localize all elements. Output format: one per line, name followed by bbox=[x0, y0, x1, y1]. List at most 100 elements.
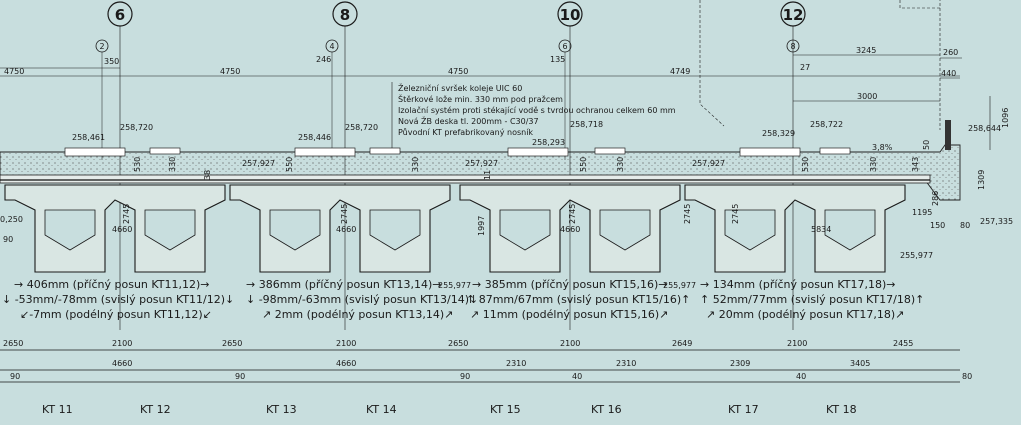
small-axis-4: 4 bbox=[325, 39, 339, 160]
svg-text:4660: 4660 bbox=[112, 359, 132, 368]
svg-text:1309: 1309 bbox=[977, 170, 986, 190]
svg-text:286: 286 bbox=[931, 191, 940, 206]
svg-text:3245: 3245 bbox=[856, 46, 876, 55]
svg-text:→ 386mm (příčný posun KT13,14): → 386mm (příčný posun KT13,14)→ bbox=[246, 278, 441, 291]
svg-text:255,977: 255,977 bbox=[900, 251, 933, 260]
svg-text:258,720: 258,720 bbox=[345, 123, 378, 132]
svg-text:2745: 2745 bbox=[122, 204, 131, 224]
svg-text:343: 343 bbox=[911, 157, 920, 172]
svg-text:150: 150 bbox=[930, 221, 945, 230]
svg-text:246: 246 bbox=[316, 55, 331, 64]
layer-legend: Železniční svršek koleje UIC 60 Štěrkové… bbox=[391, 82, 676, 150]
svg-text:6: 6 bbox=[562, 42, 567, 51]
svg-text:257,927: 257,927 bbox=[692, 159, 725, 168]
svg-text:2745: 2745 bbox=[568, 204, 577, 224]
layer-3: Izolační systém proti stékající vodě s t… bbox=[398, 105, 676, 115]
svg-text:2745: 2745 bbox=[731, 204, 740, 224]
section-dimensions: 530 330 550 330 550 330 530 330 343 50 3… bbox=[0, 140, 986, 244]
layer-4: Nová ŽB deska tl. 200mm - C30/37 bbox=[398, 115, 539, 126]
svg-text:258,293: 258,293 bbox=[532, 138, 565, 147]
svg-text:↗ 2mm (podélný posun KT13,14)↗: ↗ 2mm (podélný posun KT13,14)↗ bbox=[262, 308, 453, 321]
svg-text:90: 90 bbox=[10, 372, 20, 381]
svg-text:4750: 4750 bbox=[448, 67, 468, 76]
svg-text:2650: 2650 bbox=[222, 339, 242, 348]
svg-text:1997: 1997 bbox=[477, 216, 486, 236]
kt-18-label: KT 18 bbox=[826, 403, 857, 416]
svg-text:530: 530 bbox=[133, 157, 142, 172]
svg-text:135: 135 bbox=[550, 55, 565, 64]
svg-text:2650: 2650 bbox=[3, 339, 23, 348]
svg-text:2100: 2100 bbox=[112, 339, 132, 348]
svg-text:2745: 2745 bbox=[683, 204, 692, 224]
beam-labels: KT 11 KT 12 KT 13 KT 14 KT 15 KT 16 KT 1… bbox=[42, 403, 857, 416]
svg-text:40: 40 bbox=[796, 372, 806, 381]
svg-text:550: 550 bbox=[285, 157, 294, 172]
svg-text:→ 385mm (příčný posun KT15,16): → 385mm (příčný posun KT15,16)→ bbox=[472, 278, 667, 291]
svg-text:3000: 3000 bbox=[857, 92, 877, 101]
layer-2: Štěrkové lože min. 330 mm pod pražcem bbox=[398, 93, 563, 104]
svg-text:4660: 4660 bbox=[336, 359, 356, 368]
kt-beams bbox=[4, 184, 906, 273]
small-axis-6: 6 bbox=[558, 39, 572, 160]
svg-text:2650: 2650 bbox=[448, 339, 468, 348]
svg-text:0,250: 0,250 bbox=[0, 215, 23, 224]
svg-text:2: 2 bbox=[99, 42, 104, 51]
svg-text:38: 38 bbox=[203, 170, 212, 180]
svg-text:255,977: 255,977 bbox=[438, 281, 471, 290]
kt-17-label: KT 17 bbox=[728, 403, 759, 416]
svg-text:↗ 20mm (podélný posun KT17,18): ↗ 20mm (podélný posun KT17,18)↗ bbox=[706, 308, 904, 321]
svg-text:↗ 11mm (podélný posun KT15,16): ↗ 11mm (podélný posun KT15,16)↗ bbox=[470, 308, 668, 321]
svg-text:→ 406mm (příčný posun KT11,12): → 406mm (příčný posun KT11,12)→ bbox=[14, 278, 209, 291]
svg-text:↓ -98mm/-63mm (svislý posun KT: ↓ -98mm/-63mm (svislý posun KT13/14)↓ bbox=[246, 293, 478, 306]
axis-label: 12 bbox=[783, 6, 804, 24]
svg-text:90: 90 bbox=[3, 235, 13, 244]
svg-text:2745: 2745 bbox=[340, 204, 349, 224]
svg-text:2649: 2649 bbox=[672, 339, 692, 348]
layer-1: Železniční svršek koleje UIC 60 bbox=[398, 82, 522, 93]
kt-13-label: KT 13 bbox=[266, 403, 297, 416]
axis-label: 8 bbox=[340, 6, 350, 24]
svg-text:4750: 4750 bbox=[4, 67, 24, 76]
svg-text:2310: 2310 bbox=[506, 359, 526, 368]
svg-text:440: 440 bbox=[941, 69, 956, 78]
svg-text:530: 530 bbox=[801, 157, 810, 172]
svg-text:2309: 2309 bbox=[730, 359, 750, 368]
svg-text:↓ -53mm/-78mm (svislý posun KT: ↓ -53mm/-78mm (svislý posun KT11/12)↓ bbox=[2, 293, 234, 306]
svg-text:330: 330 bbox=[411, 157, 420, 172]
svg-text:4750: 4750 bbox=[220, 67, 240, 76]
svg-text:4660: 4660 bbox=[336, 225, 356, 234]
level-markers: 258,461 258,720 258,446 258,720 258,293 … bbox=[72, 120, 1013, 290]
svg-text:4660: 4660 bbox=[112, 225, 132, 234]
svg-text:50: 50 bbox=[922, 140, 931, 150]
svg-text:90: 90 bbox=[460, 372, 470, 381]
svg-text:4749: 4749 bbox=[670, 67, 690, 76]
top-dimensions: 4750 4750 4750 4749 350 246 135 27 3245 … bbox=[0, 0, 1010, 150]
svg-text:2100: 2100 bbox=[336, 339, 356, 348]
svg-text:11: 11 bbox=[483, 170, 492, 180]
beam-pair bbox=[4, 184, 226, 273]
layer-5: Původní KT prefabrikovaný nosník bbox=[398, 127, 533, 137]
axis-label: 10 bbox=[560, 6, 581, 24]
svg-text:550: 550 bbox=[579, 157, 588, 172]
svg-text:258,720: 258,720 bbox=[120, 123, 153, 132]
svg-text:3,8%: 3,8% bbox=[872, 143, 893, 152]
kt-16-label: KT 16 bbox=[591, 403, 622, 416]
axis-label: 6 bbox=[115, 6, 125, 24]
kt-15-label: KT 15 bbox=[490, 403, 521, 416]
svg-text:80: 80 bbox=[960, 221, 970, 230]
svg-text:2310: 2310 bbox=[616, 359, 636, 368]
svg-text:80: 80 bbox=[962, 372, 972, 381]
kt-14-label: KT 14 bbox=[366, 403, 397, 416]
small-axis-8: 8 bbox=[786, 39, 800, 53]
displacement-notes: → 406mm (příčný posun KT11,12)→ ↓ -53mm/… bbox=[2, 278, 924, 321]
svg-text:27: 27 bbox=[800, 63, 810, 72]
deck-section bbox=[0, 120, 961, 201]
svg-text:330: 330 bbox=[616, 157, 625, 172]
svg-text:257,335: 257,335 bbox=[980, 217, 1013, 226]
svg-text:↑ 87mm/67mm (svislý posun KT15: ↑ 87mm/67mm (svislý posun KT15/16)↑ bbox=[466, 293, 690, 306]
svg-text:258,461: 258,461 bbox=[72, 133, 105, 142]
svg-text:257,927: 257,927 bbox=[465, 159, 498, 168]
svg-text:40: 40 bbox=[572, 372, 582, 381]
svg-text:90: 90 bbox=[235, 372, 245, 381]
